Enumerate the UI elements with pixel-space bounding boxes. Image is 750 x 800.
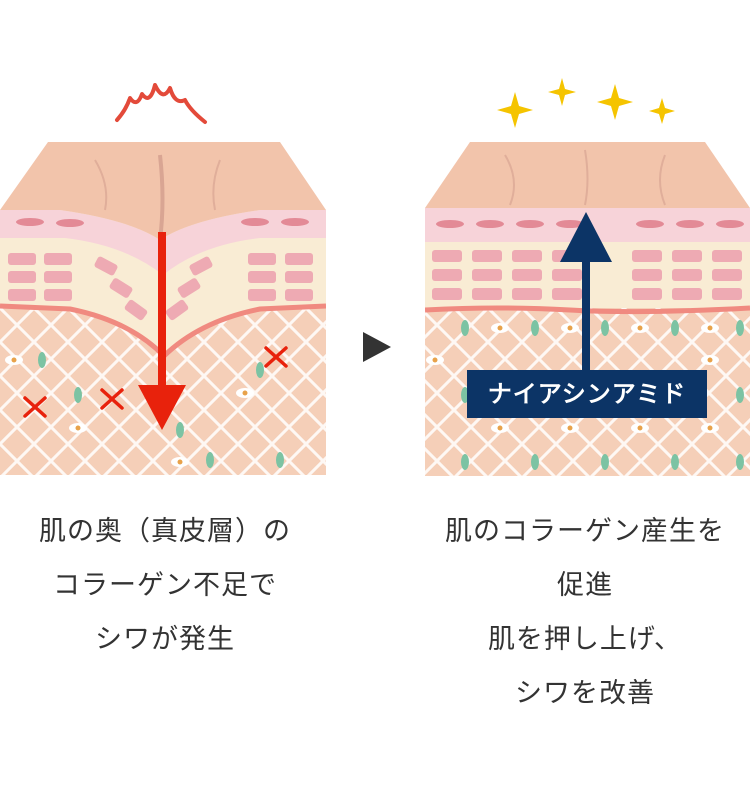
caption-line: 肌を押し上げ、	[487, 624, 683, 655]
stress-zigzag-icon	[115, 83, 207, 124]
cells-left	[8, 253, 313, 321]
improved-skin-diagram	[420, 70, 750, 480]
sparkle-icon	[497, 78, 675, 128]
caption-line: 肌のコラーゲン産生を	[445, 516, 725, 547]
wrinkled-skin-diagram	[0, 70, 330, 480]
caption-line: 促進	[557, 570, 613, 601]
right-caption: 肌のコラーゲン産生を 促進 肌を押し上げ、 シワを改善	[420, 505, 750, 721]
caption-line: コラーゲン不足で	[53, 570, 277, 601]
boundary-line	[425, 305, 750, 315]
next-triangle-icon	[363, 332, 391, 362]
cross-mark-icon	[23, 346, 288, 418]
cells-right	[432, 250, 742, 300]
caption-line: 肌の奥（真皮層）の	[39, 516, 291, 547]
caption-line: シワを改善	[515, 678, 655, 709]
up-arrow-icon	[560, 212, 612, 375]
niacinamide-label: ナイアシンアミド	[467, 370, 707, 418]
caption-line: シワが発生	[95, 624, 235, 655]
down-arrow-icon	[138, 232, 186, 430]
left-caption: 肌の奥（真皮層）の コラーゲン不足で シワが発生	[0, 505, 330, 667]
